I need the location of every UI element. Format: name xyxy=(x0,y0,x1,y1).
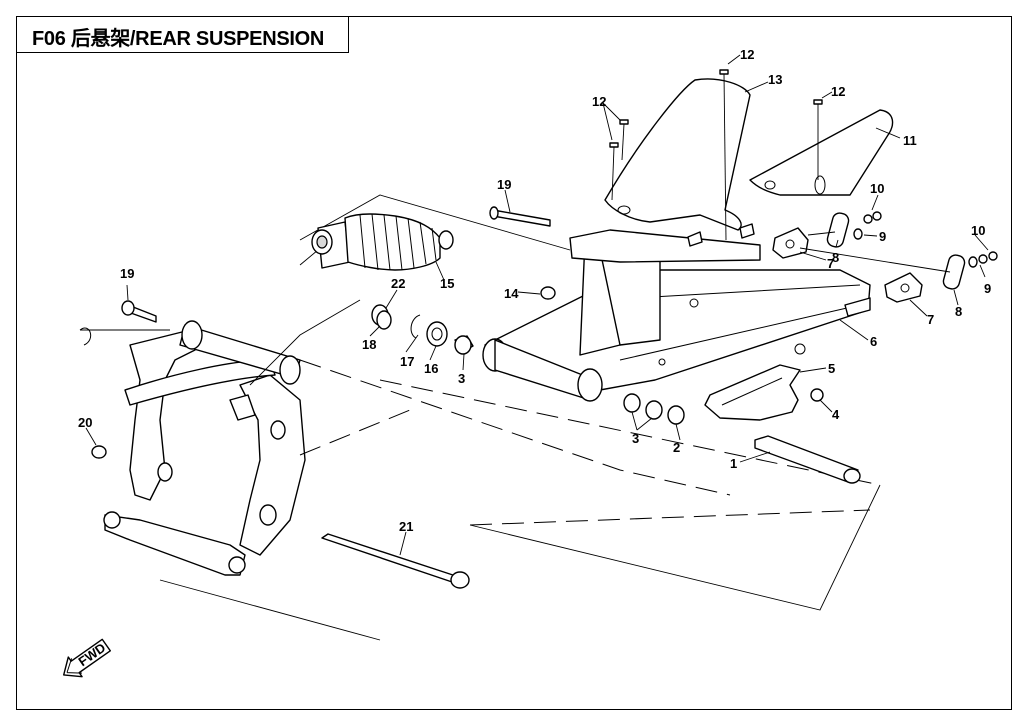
callout-7a: 7 xyxy=(827,256,834,271)
callout-8b: 8 xyxy=(955,304,962,319)
callout-20: 20 xyxy=(78,415,92,430)
callout-19b: 19 xyxy=(120,266,134,281)
small-parts xyxy=(91,69,998,589)
callout-17: 17 xyxy=(400,354,414,369)
callout-14: 14 xyxy=(504,286,519,301)
forward-direction-arrow: FWD xyxy=(63,638,112,678)
callout-16: 16 xyxy=(424,361,438,376)
callout-12a: 12 xyxy=(740,47,754,62)
swing-arm xyxy=(482,223,871,402)
callout-19a: 19 xyxy=(497,177,511,192)
callout-21: 21 xyxy=(399,519,413,534)
callout-3b: 3 xyxy=(632,431,639,446)
assembly-lines xyxy=(249,194,881,611)
callout-22: 22 xyxy=(391,276,405,291)
frame-section xyxy=(79,320,381,641)
chain-guide xyxy=(704,364,824,421)
callout-13: 13 xyxy=(768,72,782,87)
callout-11: 11 xyxy=(903,133,917,148)
callout-12b: 12 xyxy=(592,94,606,109)
callout-10b: 10 xyxy=(971,223,985,238)
diagram-frame xyxy=(16,16,1012,710)
page-title: F06 后悬架/REAR SUSPENSION xyxy=(32,28,325,50)
shock-absorber xyxy=(311,213,454,271)
callout-15: 15 xyxy=(440,276,454,291)
callout-labels: 12 13 12 12 11 19 10 9 10 15 22 14 8 9 1… xyxy=(78,47,991,534)
callout-12c: 12 xyxy=(831,84,845,99)
callout-6: 6 xyxy=(870,334,877,349)
callout-2: 2 xyxy=(673,440,680,455)
callout-4: 4 xyxy=(832,407,840,422)
callout-10a: 10 xyxy=(870,181,884,196)
callout-7b: 7 xyxy=(927,312,934,327)
mudguard-and-cover xyxy=(604,78,894,231)
callout-18: 18 xyxy=(362,337,376,352)
callout-5: 5 xyxy=(828,361,835,376)
callout-1: 1 xyxy=(730,456,737,471)
callout-9a: 9 xyxy=(879,229,886,244)
leader-lines xyxy=(85,54,989,556)
callout-3a: 3 xyxy=(458,371,465,386)
callout-9b: 9 xyxy=(984,281,991,296)
title-box xyxy=(16,16,349,53)
callout-8a: 8 xyxy=(832,250,839,265)
